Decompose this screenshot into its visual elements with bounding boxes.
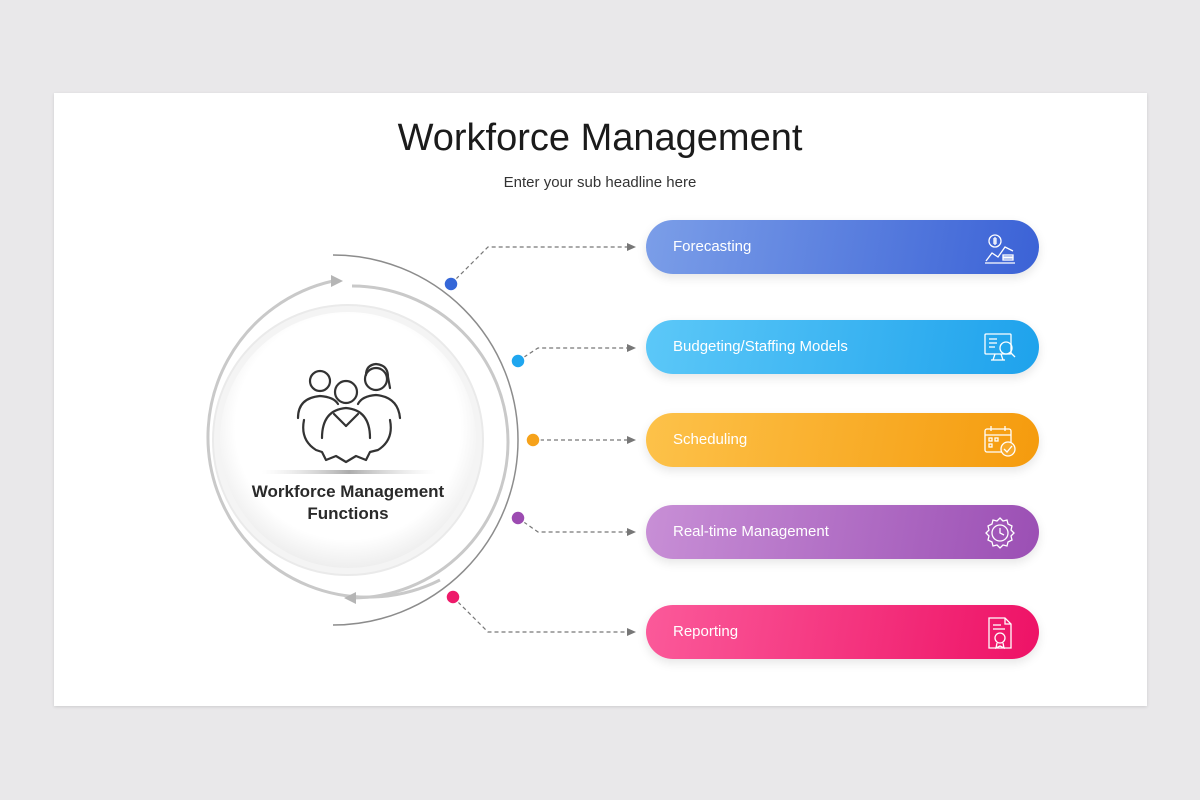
- connector-5: [452, 596, 628, 633]
- item-forecasting[interactable]: Forecasting: [646, 220, 1039, 274]
- clock-gear-icon: [985, 517, 1015, 549]
- dot-budgeting: [510, 353, 526, 369]
- team-gear-icon: [296, 362, 402, 464]
- monitor-staffing-icon: [984, 333, 1016, 361]
- center-label: Workforce Management Functions: [251, 482, 445, 523]
- arc-arrowhead-bottom: [344, 592, 356, 604]
- item-real-time-management[interactable]: Real-time Management: [646, 505, 1039, 559]
- calendar-check-icon: [984, 426, 1016, 457]
- connector-4: [517, 517, 628, 533]
- item-label: Budgeting/Staffing Models: [673, 338, 848, 355]
- connector-5-arrowhead: [627, 628, 636, 636]
- arc-arrowhead-top: [331, 275, 343, 287]
- connector-3-arrowhead: [627, 436, 636, 444]
- center-divider: [262, 470, 436, 474]
- gray-arc-inner: [351, 284, 510, 600]
- connector-2-arrowhead: [627, 344, 636, 352]
- connector-4-arrowhead: [627, 528, 636, 536]
- item-label: Scheduling: [673, 431, 748, 448]
- item-budgeting-staffing-models[interactable]: Budgeting/Staffing Models: [646, 320, 1039, 374]
- dot-reporting: [445, 589, 461, 605]
- report-document-icon: [988, 617, 1012, 650]
- connector-1: [450, 246, 628, 285]
- center-disc: [220, 312, 476, 568]
- outer-arc: [332, 254, 519, 626]
- connector-1-arrowhead: [627, 243, 636, 251]
- item-scheduling[interactable]: Scheduling: [646, 413, 1039, 467]
- dot-realtime: [510, 510, 526, 526]
- item-reporting[interactable]: Reporting: [646, 605, 1039, 659]
- page-subtitle: Enter your sub headline here: [503, 174, 697, 191]
- connector-2: [517, 347, 628, 362]
- dot-scheduling: [525, 432, 541, 448]
- item-label: Forecasting: [673, 238, 752, 255]
- forecasting-chart-icon: [985, 234, 1015, 264]
- page-title: Workforce Management: [397, 117, 803, 159]
- item-label: Real-time Management: [673, 523, 829, 540]
- dot-forecasting: [443, 276, 459, 292]
- item-label: Reporting: [673, 623, 739, 640]
